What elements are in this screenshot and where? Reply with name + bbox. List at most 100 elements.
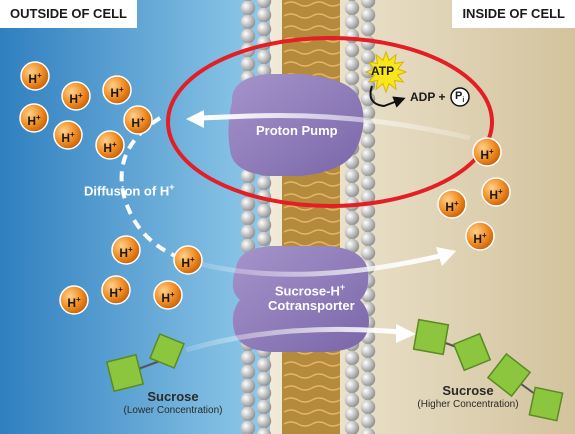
sucrose-molecules-outside: [105, 333, 185, 393]
sucrose-cube: [149, 333, 185, 369]
highlight-ring: [166, 36, 494, 208]
lipid-head: [344, 70, 360, 86]
lipid-head: [344, 210, 360, 226]
hydrogen-ion-label: H+: [473, 231, 487, 246]
lipid-head: [256, 21, 272, 37]
lipid-head: [240, 378, 256, 394]
lipid-head: [344, 420, 360, 434]
hydrogen-ion-label: H+: [109, 285, 123, 300]
lipid-head: [240, 238, 256, 254]
lipid-head: [256, 0, 272, 9]
hydrogen-ion-label: H+: [445, 199, 459, 214]
hydrogen-ion: [53, 120, 83, 150]
lipid-head: [256, 7, 272, 23]
lipid-head: [240, 0, 256, 16]
lipid-head: [256, 49, 272, 65]
hydrogen-ion: [481, 177, 511, 207]
lipid-head: [240, 406, 256, 422]
cotransport-ion-arrow: [199, 253, 441, 277]
lipid-head: [344, 406, 360, 422]
cotransport-ion-arrowhead: [436, 247, 456, 266]
hydrogen-ion: [59, 285, 89, 315]
lipid-head: [256, 203, 272, 219]
sucrose-cube: [528, 386, 564, 422]
lipid-head: [256, 217, 272, 233]
lipid-head: [240, 350, 256, 366]
hydrogen-ion: [102, 75, 132, 105]
phosphate-icon: [450, 87, 470, 107]
lipid-head: [360, 413, 376, 429]
hydrogen-ion-label: H+: [28, 71, 42, 86]
hydrogen-ion-label: H+: [69, 91, 83, 106]
lipid-head: [344, 224, 360, 240]
outside-label: OUTSIDE OF CELL: [0, 0, 137, 28]
lipid-head: [344, 364, 360, 380]
inside-label: INSIDE OF CELL: [452, 0, 575, 28]
sucrose-arrow: [185, 326, 401, 353]
atp-label: ATP: [371, 64, 395, 78]
cotransporter-label: Sucrose-H+ Cotransporter: [268, 282, 355, 314]
sucrose-cube: [105, 353, 145, 393]
sucrose-inside-label: Sucrose (Higher Concentration): [417, 383, 519, 411]
lipid-head: [360, 105, 376, 121]
hydrogen-ion-label: H+: [181, 255, 195, 270]
hydrogen-ion: [111, 235, 141, 265]
hydrogen-ion-label: H+: [67, 295, 81, 310]
sucrose-cube: [452, 332, 492, 372]
lipid-head: [344, 168, 360, 184]
lipid-head: [244, 0, 252, 2]
proton-pump-arrowhead: [186, 110, 204, 128]
lipid-head: [256, 357, 272, 373]
proton-pump-protein: [228, 74, 364, 176]
hydrogen-ion: [123, 105, 153, 135]
hydrogen-ion: [173, 245, 203, 275]
phosphate-label: Pi: [455, 90, 465, 105]
adp-label: ADP +: [410, 90, 446, 104]
hydrogen-ion-label: H+: [161, 290, 175, 305]
lipid-head: [344, 42, 360, 58]
sucrose-molecules-inside: [412, 318, 564, 422]
lipid-head: [360, 7, 376, 23]
lipid-head: [240, 14, 256, 30]
lipid-head: [256, 371, 272, 387]
hydrogen-ion: [153, 280, 183, 310]
lipid-head: [360, 133, 376, 149]
lipid-head: [344, 238, 360, 254]
lipid-head: [256, 231, 272, 247]
lipid-head: [344, 378, 360, 394]
lipid-head: [344, 0, 360, 16]
hydrogen-ion: [465, 221, 495, 251]
lipid-head: [256, 385, 272, 401]
lipid-head: [360, 385, 376, 401]
hydrogen-ion: [437, 189, 467, 219]
lipid-head: [256, 413, 272, 429]
lipid-head: [360, 161, 376, 177]
lipid-head: [360, 427, 376, 434]
hydrogen-ion-label: H+: [103, 140, 117, 155]
lipid-head: [240, 210, 256, 226]
sucrose-cube: [486, 352, 532, 398]
lipid-head: [360, 91, 376, 107]
lipid-head: [344, 182, 360, 198]
diffusion-label: Diffusion of H+: [84, 182, 175, 199]
atp-hydrolysis-arrow: [369, 85, 406, 108]
hydrogen-ion-label: H+: [27, 113, 41, 128]
lipid-head: [256, 399, 272, 415]
ion-group: [19, 61, 511, 315]
lipid-head: [240, 56, 256, 72]
lipid-head: [360, 399, 376, 415]
lipid-head: [360, 357, 376, 373]
lipid-head: [360, 189, 376, 205]
lipid-head: [240, 392, 256, 408]
lipid-head: [360, 49, 376, 65]
sucrose-arrowhead: [396, 324, 416, 343]
lipid-head: [256, 175, 272, 191]
lipid-head: [240, 224, 256, 240]
sucrose-cube: [412, 318, 450, 356]
hydrogen-ion-label: H+: [119, 245, 133, 260]
hydrogen-ion-label: H+: [131, 115, 145, 130]
atp-burst-icon: [364, 50, 408, 94]
lipid-head: [344, 392, 360, 408]
lipid-head: [360, 0, 376, 9]
